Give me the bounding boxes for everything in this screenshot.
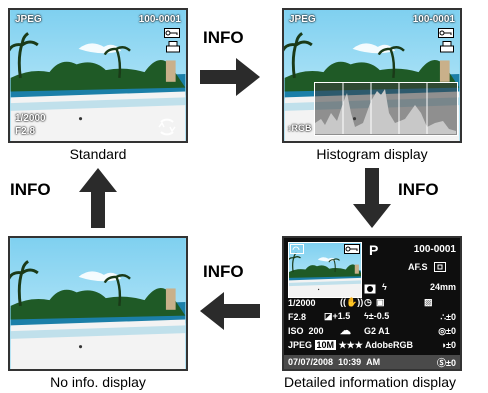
detailed-display-screen: P 100-0001 AF.S ϟ 24mm 1/2000 ((✋)) ◷ ▣ … <box>282 236 462 371</box>
protect-key-icon <box>438 28 454 38</box>
exposure-comp: ◪+1.5 <box>324 311 351 321</box>
flash-icon: ϟ <box>382 282 387 292</box>
print-icon <box>166 41 180 53</box>
resolution-badge: 10M <box>314 340 337 350</box>
shake-reduction-icon: ((✋)) <box>340 297 364 307</box>
print-icon <box>440 41 454 53</box>
sharpness-setting: ∴±0 <box>440 312 456 322</box>
rotate-icon <box>158 118 176 136</box>
rotate-icon <box>290 244 304 254</box>
aperture-value: F2.8 <box>288 312 307 322</box>
flash-comp-icon: ϟ± <box>364 311 374 321</box>
file-number: 100-0001 <box>138 14 181 25</box>
arrow-up-icon <box>79 168 117 228</box>
histogram-display-screen: JPEG 100-0001 ↕RGB <box>282 8 462 143</box>
format-label: JPEG <box>15 14 42 25</box>
metering-icon <box>364 284 376 294</box>
capture-datetime: 07/07/2008 10:39 AM <box>284 355 460 369</box>
noinfo-caption: No info. display <box>50 374 146 390</box>
file-number: 100-0001 <box>413 244 456 255</box>
exposure-mode: P <box>369 242 379 258</box>
histogram-channel: ↕RGB <box>287 123 312 133</box>
histogram-graph <box>314 82 458 136</box>
aperture-value: F2.8 <box>15 126 36 137</box>
shutter-speed: 1/2000 <box>15 113 46 124</box>
info-label-bottom: INFO <box>203 262 244 281</box>
self-timer-icon: ◷ <box>364 297 372 307</box>
image-quality-row: JPEG 10M ★★★ AdobeRGB <box>288 340 413 350</box>
wb-fine-tune: G2 A1 <box>364 326 390 336</box>
arrow-down-icon <box>353 168 391 228</box>
quality-stars: ★★★ <box>338 340 363 350</box>
photo-thumbnail <box>288 242 362 298</box>
info-label-left: INFO <box>10 180 51 199</box>
iso-setting: ISO 200 <box>288 326 324 336</box>
protect-key-icon <box>164 28 180 38</box>
af-mode: AF.S <box>408 262 428 272</box>
beach-photo <box>10 238 186 369</box>
arrow-left-icon <box>200 292 260 330</box>
standard-display-screen: JPEG 100-0001 1/2000 F2.8 <box>8 8 188 143</box>
detailed-caption: Detailed information display <box>284 374 456 390</box>
exposure-comp-icon: ◪ <box>324 311 333 321</box>
channel-switch-icon: ↕ <box>287 123 292 133</box>
contrast-setting: ◑±0 <box>440 340 456 350</box>
color-space: AdobeRGB <box>364 340 413 350</box>
arrow-right-icon <box>200 58 260 96</box>
protect-key-icon <box>344 244 360 254</box>
info-label-right: INFO <box>398 180 439 199</box>
white-balance-cloudy-icon: ☁ <box>340 325 351 337</box>
standard-caption: Standard <box>69 146 127 162</box>
file-number: 100-0001 <box>412 14 455 25</box>
saturation-setting: ◎±0 <box>438 326 456 336</box>
histogram-caption: Histogram display <box>316 146 428 162</box>
af-point-icon <box>434 262 446 272</box>
tone-setting: Ⓢ±0 <box>437 358 456 368</box>
drive-icon: ▣ <box>376 297 385 307</box>
flash-comp: ϟ±-0.5 <box>364 311 390 321</box>
format-label: JPEG <box>289 14 316 25</box>
image-tone-icon: ▨ <box>424 297 433 307</box>
info-label-top: INFO <box>203 28 244 47</box>
shutter-speed: 1/2000 <box>288 298 316 308</box>
focal-length: 24mm <box>429 282 456 292</box>
no-info-display-screen <box>8 236 188 371</box>
